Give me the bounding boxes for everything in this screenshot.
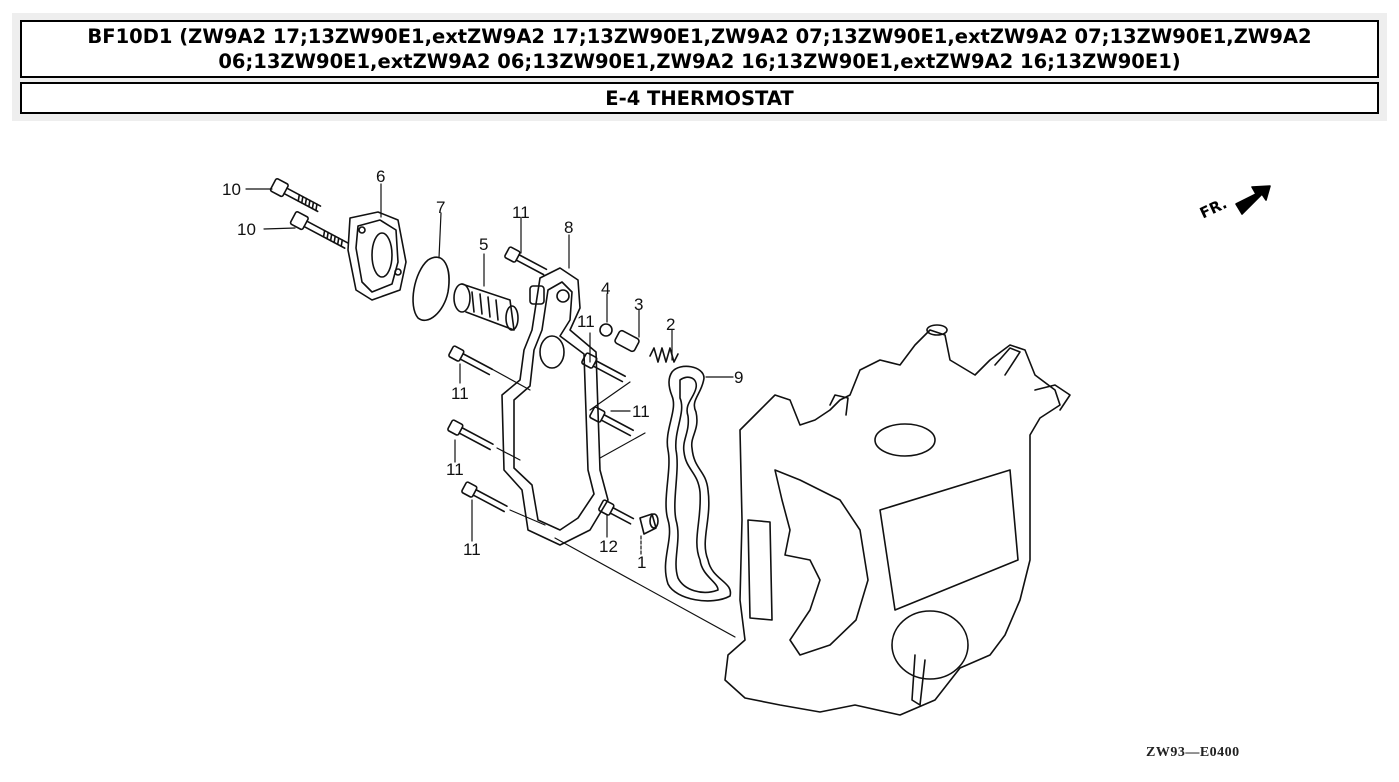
callout-6[interactable]: 6 — [376, 167, 386, 186]
thermostat-cover — [347, 211, 407, 301]
callout-11-top[interactable]: 11 — [512, 203, 530, 222]
leader-lines — [245, 183, 736, 638]
callout-7[interactable]: 7 — [436, 198, 446, 217]
callout-5[interactable]: 5 — [479, 235, 489, 254]
front-arrow-icon — [1235, 185, 1271, 215]
o-ring — [412, 256, 450, 321]
callout-8[interactable]: 8 — [564, 218, 574, 237]
section-title: E-4 THERMOSTAT — [20, 82, 1379, 114]
header-panel: BF10D1 (ZW9A2 17;13ZW90E1,extZW9A2 17;13… — [12, 13, 1387, 121]
washer — [599, 323, 613, 337]
callout-9[interactable]: 9 — [734, 368, 744, 387]
callout-11-left-middle[interactable]: 11 — [446, 460, 464, 479]
callout-3[interactable]: 3 — [634, 295, 644, 314]
callout-11-left-upper[interactable]: 11 — [451, 384, 469, 403]
callout-1[interactable]: 1 — [637, 553, 647, 572]
callout-4[interactable]: 4 — [601, 279, 611, 298]
cylinder-block — [724, 324, 1071, 716]
thermostat — [453, 283, 519, 331]
callout-11-left-lower[interactable]: 11 — [463, 540, 481, 559]
exploded-parts-diagram — [0, 125, 1399, 782]
bolt-10-lower — [289, 211, 349, 249]
gasket — [664, 365, 732, 602]
thermostat-housing — [501, 267, 609, 546]
diagram-reference-code: ZW93—E0400 — [1146, 745, 1240, 760]
model-title: BF10D1 (ZW9A2 17;13ZW90E1,extZW9A2 17;13… — [20, 20, 1379, 78]
callout-10-lower[interactable]: 10 — [237, 220, 256, 239]
spring — [649, 347, 679, 363]
bolt-10-upper — [269, 178, 322, 213]
callout-10-upper[interactable]: 10 — [222, 180, 241, 199]
callout-11-upper-right[interactable]: 11 — [577, 312, 595, 331]
callout-2[interactable]: 2 — [666, 315, 676, 334]
callout-12[interactable]: 12 — [599, 537, 618, 556]
callout-11-right-middle[interactable]: 11 — [632, 402, 650, 421]
relief-valve — [614, 329, 640, 353]
dowel-pin — [639, 513, 659, 535]
